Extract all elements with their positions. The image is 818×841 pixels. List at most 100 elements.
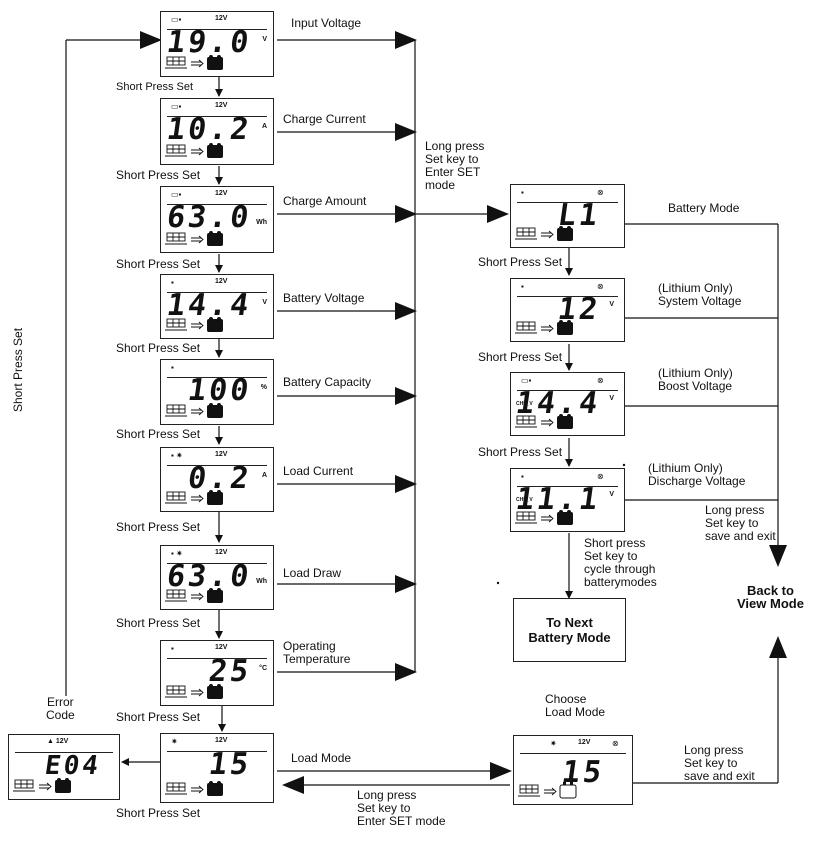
short-press-label: Short Press Set: [116, 710, 201, 724]
unit-label: %: [260, 384, 267, 391]
setting-label: Battery Mode: [668, 201, 740, 215]
solar-battery-icon: [515, 224, 595, 244]
screen-label: Input Voltage: [291, 16, 362, 30]
status-icon: ▪ ✷: [171, 451, 183, 460]
status-icon: ▭▪: [171, 102, 182, 111]
short-press-label: Short Press Set: [116, 168, 201, 182]
unit-label: Wh: [256, 219, 267, 226]
setting-label: (Lithium Only) Boost Voltage: [658, 366, 733, 393]
unit-label: °C: [259, 665, 267, 672]
short-press-label: Short Press Set: [116, 257, 201, 271]
solar-battery-icon: [165, 779, 245, 799]
short-press-label: Short Press Set: [116, 427, 201, 441]
short-press-label: Short Press Set: [478, 255, 563, 269]
short-press-vertical-label: Short Press Set: [11, 327, 25, 412]
to-next-battery-mode-box: To Next Battery Mode: [513, 598, 626, 662]
status-icon: ▪: [171, 644, 174, 653]
voltage-indicator: 12V: [215, 737, 228, 744]
settings-icon: ⊗: [597, 188, 604, 197]
short-press-label: Short Press Set: [116, 341, 201, 355]
settings-icon: ⊗: [597, 376, 604, 385]
unit-label: A: [261, 123, 267, 130]
screen-label: Charge Amount: [283, 194, 367, 208]
settings-icon: ⊗: [597, 472, 604, 481]
long-press-enter-bottom-label: Long press Set key to Enter SET mode: [357, 788, 446, 828]
che-v-label: CHE_V: [516, 497, 533, 503]
unit-label: V: [609, 395, 614, 402]
back-to-view-mode-label: Back to View Mode: [737, 583, 804, 611]
unit-label: V: [609, 301, 614, 308]
unit-label: V: [262, 299, 267, 306]
status-icon: ▪: [171, 278, 174, 287]
screen-label: Load Current: [283, 464, 354, 478]
solar-battery-icon: [165, 488, 245, 508]
solar-battery-icon: [165, 229, 245, 249]
long-press-save-label-2: Long press Set key to save and exit: [684, 743, 755, 783]
solar-battery-icon: [518, 781, 598, 801]
unit-label: V: [609, 491, 614, 498]
lcd-digits: 15: [206, 747, 254, 782]
solar-battery-icon: [515, 412, 595, 432]
error-code-screen: ▲ 12V E04: [8, 734, 120, 800]
battery-icon: ▪: [521, 472, 524, 481]
short-press-label: Short Press Set: [478, 350, 563, 364]
solar-battery-icon: [165, 53, 245, 73]
voltage-indicator: 12V: [215, 190, 228, 197]
setting-label: (Lithium Only) Discharge Voltage: [648, 461, 746, 488]
short-press-label: Short Press Set: [116, 616, 201, 630]
voltage-indicator: 12V: [215, 15, 228, 22]
solar-battery-icon: [515, 318, 595, 338]
status-icon: ▪: [171, 363, 174, 372]
voltage-indicator: 12V: [215, 451, 228, 458]
battery-icon: ▭▪: [521, 376, 532, 385]
screen-label: Battery Voltage: [283, 291, 365, 305]
unit-label: V: [262, 36, 267, 43]
battery-setting-screen: ▪⊗L1: [510, 184, 625, 248]
screen-label: Battery Capacity: [283, 375, 372, 389]
screen-label: Load Mode: [291, 751, 352, 765]
setting-label: (Lithium Only) System Voltage: [658, 281, 742, 308]
settings-icon: ⊗: [612, 739, 619, 748]
solar-battery-icon: [165, 682, 245, 702]
load-bulb-icon: ✷: [550, 739, 557, 748]
error-code-label: Error Code: [46, 695, 75, 722]
short-press-label: Short Press Set: [478, 445, 563, 459]
solar-battery-icon: [165, 315, 245, 335]
screen-label: Charge Current: [283, 112, 366, 126]
screen-label: Operating Temperature: [283, 639, 351, 666]
solar-battery-icon: [13, 776, 93, 796]
unit-label: A: [261, 472, 267, 479]
status-icon: ▪ ✷: [171, 549, 183, 558]
solar-battery-icon: [515, 508, 595, 528]
status-icon: ▭▪: [171, 15, 182, 24]
solar-battery-icon: [165, 401, 245, 421]
battery-icon: ▪: [521, 282, 524, 291]
voltage-indicator: 12V: [215, 278, 228, 285]
lcd-screen: ✷ 12V 15: [160, 733, 274, 803]
long-press-save-label: Long press Set key to save and exit: [705, 503, 776, 543]
status-icon: ▭▪: [171, 190, 182, 199]
solar-battery-icon: [165, 141, 245, 161]
settings-icon: ⊗: [597, 282, 604, 291]
warning-12v-indicator: ▲ 12V: [47, 738, 69, 745]
voltage-indicator: 12V: [578, 739, 591, 746]
voltage-indicator: 12V: [215, 102, 228, 109]
choose-load-mode-screen: ✷ 12V ⊗ 15: [513, 735, 633, 805]
solar-battery-icon: [165, 586, 245, 606]
lcd-screen: ▪100%: [160, 359, 274, 425]
battery-icon: ▪: [521, 188, 524, 197]
screen-label: Load Draw: [283, 566, 342, 580]
short-press-cycle-label: Short press Set key to cycle through bat…: [584, 536, 657, 589]
short-press-label: Short Press Set: [116, 806, 201, 820]
status-icon: ✷: [171, 737, 178, 746]
